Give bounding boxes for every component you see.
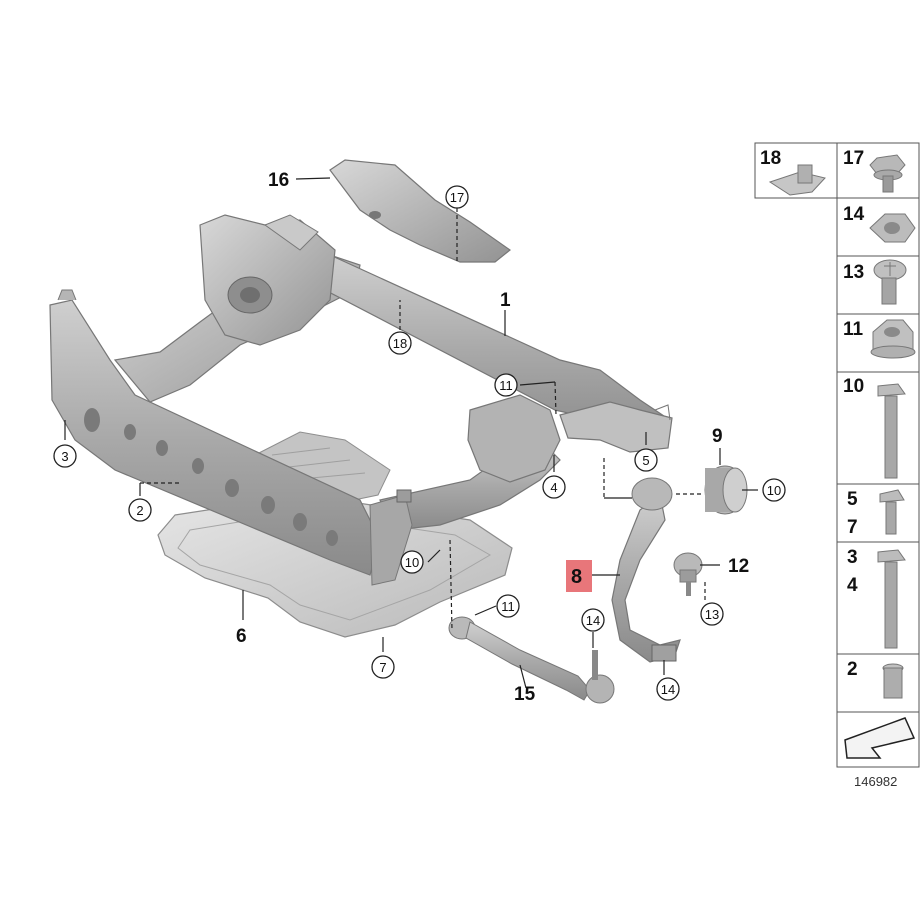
callout-8-highlight	[566, 560, 592, 592]
table-label-3: 3	[847, 547, 858, 568]
collar-nut-icon	[870, 319, 916, 359]
callout-10-left: 10	[405, 555, 419, 570]
callout-9: 9	[712, 426, 723, 447]
table-label-4: 4	[847, 575, 858, 596]
callout-8: 8	[571, 566, 582, 588]
subframe-assembly	[49, 214, 673, 638]
torx-bolt-icon	[873, 259, 907, 305]
callout-1: 1	[500, 290, 511, 311]
rail-holes	[84, 408, 338, 546]
callout-15: 15	[514, 684, 536, 705]
right-bushing-bracket	[559, 401, 673, 453]
callout-3: 3	[61, 449, 68, 464]
table-label-7: 7	[847, 517, 858, 538]
callout-11-bottom: 11	[501, 599, 515, 614]
callout-18: 18	[393, 336, 407, 351]
callout-10-right: 10	[767, 483, 781, 498]
table-label-10: 10	[843, 376, 864, 397]
callout-14-left: 14	[586, 613, 600, 628]
table-label-5: 5	[847, 489, 858, 510]
flange-bolt-medium-icon	[879, 489, 905, 535]
callout-2: 2	[136, 503, 143, 518]
long-bolt-icon	[877, 383, 906, 479]
diagram-number: 146982	[854, 774, 897, 789]
table-label-18: 18	[760, 148, 781, 169]
table-label-11: 11	[843, 319, 864, 340]
callout-17: 17	[450, 190, 464, 205]
leader-lines	[64, 177, 758, 689]
callout-12: 12	[728, 556, 749, 577]
tension-strut	[448, 616, 615, 704]
table-label-14: 14	[843, 204, 865, 225]
table-label-17: 17	[843, 148, 864, 169]
right-mount-bracket	[467, 394, 561, 483]
table-label-2: 2	[847, 659, 858, 680]
clip-nut-icon	[768, 164, 826, 196]
callout-7: 7	[379, 660, 386, 675]
callout-13: 13	[705, 607, 719, 622]
arrow-icon	[844, 717, 916, 759]
callout-5: 5	[642, 453, 649, 468]
rubber-bushing	[704, 465, 748, 515]
long-bolt-icon-2	[877, 549, 906, 649]
callout-circles	[53, 185, 786, 701]
callout-14-right: 14	[661, 682, 675, 697]
heat-shield	[329, 159, 512, 263]
ball-joint	[673, 552, 703, 596]
table-label-13: 13	[843, 262, 864, 283]
callout-4: 4	[550, 480, 557, 495]
callout-6: 6	[236, 626, 247, 647]
callout-11-top: 11	[499, 378, 513, 393]
hex-nut-icon	[869, 213, 916, 243]
rivet-nut-icon	[882, 663, 904, 699]
callout-16: 16	[268, 170, 289, 191]
control-arm	[611, 477, 681, 663]
parts-table	[754, 142, 920, 768]
flange-bolt-short-icon	[869, 154, 906, 193]
